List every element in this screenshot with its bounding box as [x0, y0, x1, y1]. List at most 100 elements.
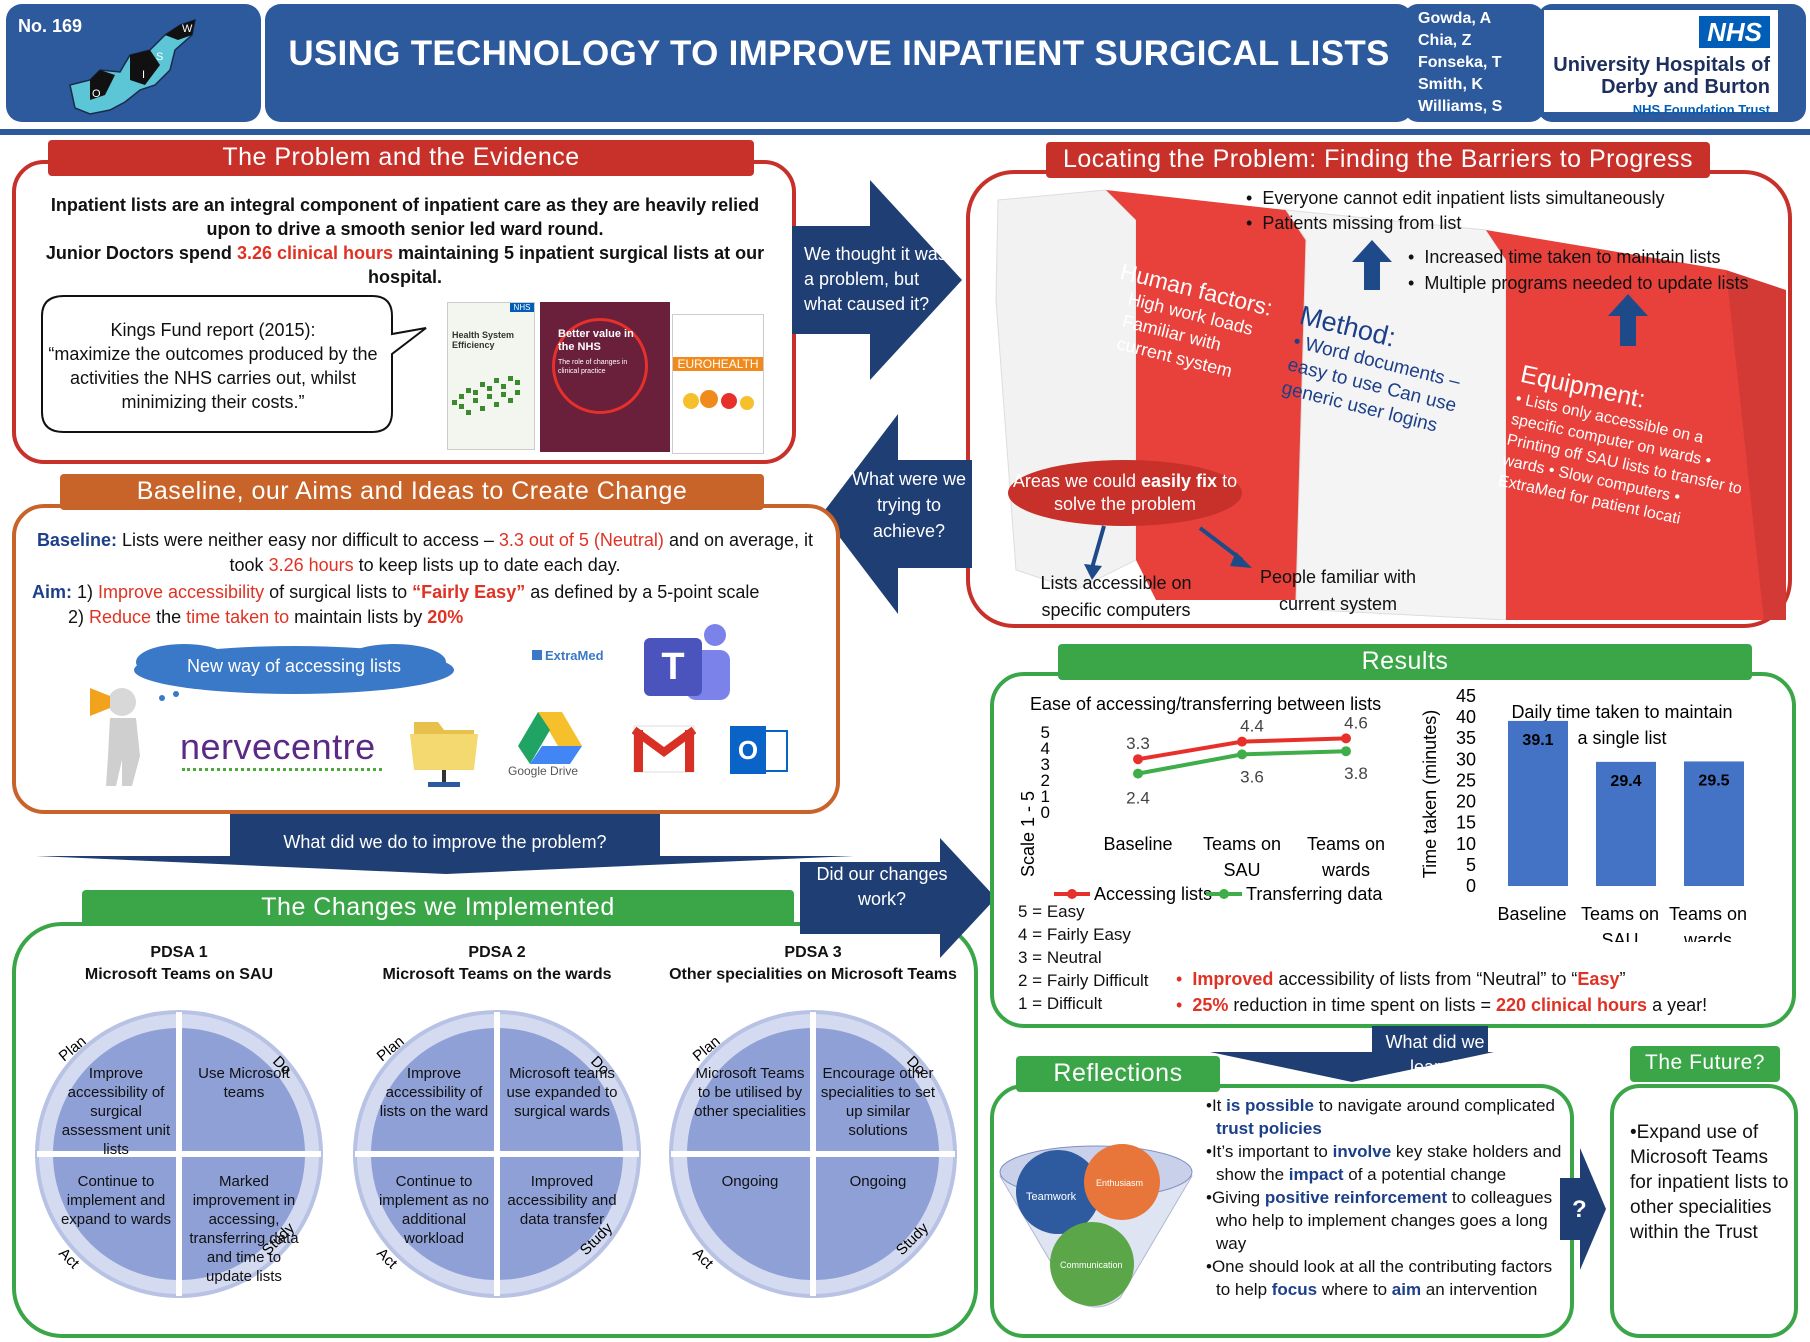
- outlook-letter: O: [730, 726, 766, 774]
- pdsa-do-text: Microsoft teams use expanded to surgical…: [506, 1065, 618, 1120]
- baseline-body: Lists were neither easy nor difficult to…: [116, 530, 499, 550]
- aim-body: as defined by a 5-point scale: [525, 582, 760, 602]
- result-highlight: Easy: [1577, 969, 1620, 989]
- arrow-text-did-work: Did our changes work?: [816, 864, 948, 909]
- line-point: [1341, 746, 1351, 757]
- pdsa-subtitle: Microsoft Teams on SAU: [84, 966, 274, 983]
- chart-title: Ease of accessing/transferring between l…: [1030, 694, 1381, 714]
- barrier-bullet-text: Multiple programs needed to update lists: [1424, 273, 1749, 293]
- result-line-2: • 25% reduction in time spent on lists =…: [1176, 995, 1708, 1015]
- author-name: Chia, Z: [1418, 32, 1472, 49]
- pdsa-study-text: Improved accessibility and data transfer: [507, 1173, 617, 1228]
- arrow-left-2: [822, 414, 972, 619]
- pdsa-act-text: Ongoing: [721, 1173, 779, 1190]
- aim-highlight: 20%: [427, 607, 464, 627]
- line-point: [1341, 733, 1351, 744]
- barrier-bullet-text: Everyone cannot edit inpatient lists sim…: [1262, 188, 1665, 208]
- pdsa-plan-text: Microsoft Teams to be utilised by other …: [694, 1065, 806, 1120]
- fix-arrows: [1084, 525, 1252, 580]
- y-tick-label: 30: [1456, 749, 1476, 769]
- up-arrow-icon: [1608, 294, 1648, 346]
- arrow-right-1: [792, 180, 968, 385]
- right-bullets: • Increased time taken to maintain lists…: [1408, 244, 1798, 296]
- results-banner: Results: [1058, 644, 1752, 680]
- bar: [1596, 761, 1656, 886]
- result-text: accessibility of lists from “Neutral” to…: [1273, 969, 1578, 989]
- pdsa-number: PDSA 3: [784, 944, 842, 961]
- google-drive-icon: [518, 712, 582, 764]
- barrier-bullet-text: Patients missing from list: [1262, 213, 1462, 233]
- bar: [1508, 720, 1568, 886]
- problem-statement: Inpatient lists are an integral componen…: [40, 193, 770, 289]
- aim-body: the: [151, 607, 187, 627]
- book-title: Health System Efficiency: [452, 330, 515, 350]
- nervecentre-logo: nervecentre: [180, 726, 376, 767]
- legend-marker: [1219, 889, 1229, 899]
- legend-label: Transferring data: [1246, 884, 1383, 904]
- teams-letter: T: [644, 638, 702, 696]
- nhs-logo-block: NHS University Hospitals of Derby and Bu…: [1544, 10, 1778, 117]
- bar-value-label: 29.4: [1610, 773, 1641, 790]
- y-tick-label: 45: [1456, 686, 1476, 706]
- future-panel: [1610, 1084, 1798, 1338]
- bar-value-label: 29.5: [1698, 772, 1729, 789]
- pdsa-number: PDSA 1: [150, 944, 208, 961]
- nhs-logo: NHS: [1699, 16, 1770, 48]
- thought-cloud: [134, 644, 454, 694]
- book-cover-health-system: NHS Health System Efficiency: [447, 302, 535, 450]
- book-subtitle: The role of changes in clinical practice: [558, 359, 628, 375]
- pdsa-study-text: Ongoing: [849, 1173, 907, 1190]
- result-line-1: • Improved accessibility of lists from “…: [1176, 969, 1626, 989]
- author-name: Gowda, A: [1418, 10, 1492, 27]
- scale-key: 5 = Easy 4 = Fairly Easy 3 = Neutral 2 =…: [1018, 900, 1149, 1015]
- scale-key-item: 5 = Easy: [1018, 902, 1085, 921]
- easy-fix-oval: Areas we could easily fix to solve the p…: [1008, 460, 1242, 526]
- aims-text: Aim: 1) Improve accessibility of surgica…: [32, 580, 822, 630]
- region-map-icon: W S I O: [69, 18, 196, 115]
- problem-text: Inpatient lists are an: [50, 195, 230, 215]
- aim-highlight: Improve accessibility: [98, 582, 265, 602]
- arrow-right-3: [800, 838, 996, 963]
- aim-2: 2) Reduce the time taken to maintain lis…: [32, 605, 822, 630]
- y-tick-label: 35: [1456, 728, 1476, 748]
- y-tick-label: 2: [1041, 771, 1050, 790]
- aim-body: maintain lists by: [289, 607, 428, 627]
- author-name: Smith, K: [1418, 76, 1483, 93]
- pdsa-study-text: Marked improvement in accessing, transfe…: [189, 1173, 299, 1285]
- barrier-bullet: • Everyone cannot edit inpatient lists s…: [1246, 188, 1665, 208]
- header-authors-panel: [1404, 4, 1544, 122]
- baseline-body: to keep lists up to date each day.: [353, 555, 621, 575]
- results-panel: [990, 672, 1796, 1028]
- reflections-venn-diagram: Teamwork Enthusiasm Communication: [999, 1144, 1193, 1308]
- barrier-bullet: • Increased time taken to maintain lists: [1408, 247, 1721, 267]
- book-cover-eurohealth: EUROHEALTH: [672, 314, 764, 454]
- result-text: a year!: [1647, 995, 1708, 1015]
- kings-fund-quote: Kings Fund report (2015): “maximize the …: [48, 318, 378, 414]
- y-tick-label: 10: [1456, 834, 1476, 854]
- line-point: [1237, 749, 1247, 760]
- line-chart-ease-of-access: Ease of accessing/transferring between l…: [1018, 694, 1385, 904]
- aim-highlight: “Fairly Easy”: [412, 582, 526, 602]
- y-axis-label: Time taken (minutes): [1420, 710, 1440, 878]
- future-banner: The Future?: [1630, 1046, 1780, 1082]
- header-title-panel: [265, 4, 1413, 122]
- y-tick-label: 3: [1041, 755, 1050, 774]
- data-label: 3.6: [1240, 767, 1264, 786]
- aim-highlight: Reduce: [89, 607, 152, 627]
- aim-label: Aim:: [32, 582, 72, 602]
- pdsa-plan-text: Improve accessibility of lists on the wa…: [379, 1065, 489, 1120]
- line-point: [1133, 768, 1143, 779]
- y-tick-label: 1: [1041, 787, 1050, 806]
- y-axis-label: Scale 1 - 5: [1018, 791, 1038, 877]
- aim-body: 2): [68, 607, 90, 627]
- reflection-item: •Giving positive reinforcement to collea…: [1206, 1188, 1553, 1253]
- book-title: Better value in the NHS: [558, 328, 634, 353]
- pdsa-subtitle: Microsoft Teams on the wards: [382, 966, 612, 983]
- baseline-text: Baseline: Lists were neither easy nor di…: [30, 528, 820, 578]
- map-label-i: I: [142, 69, 145, 81]
